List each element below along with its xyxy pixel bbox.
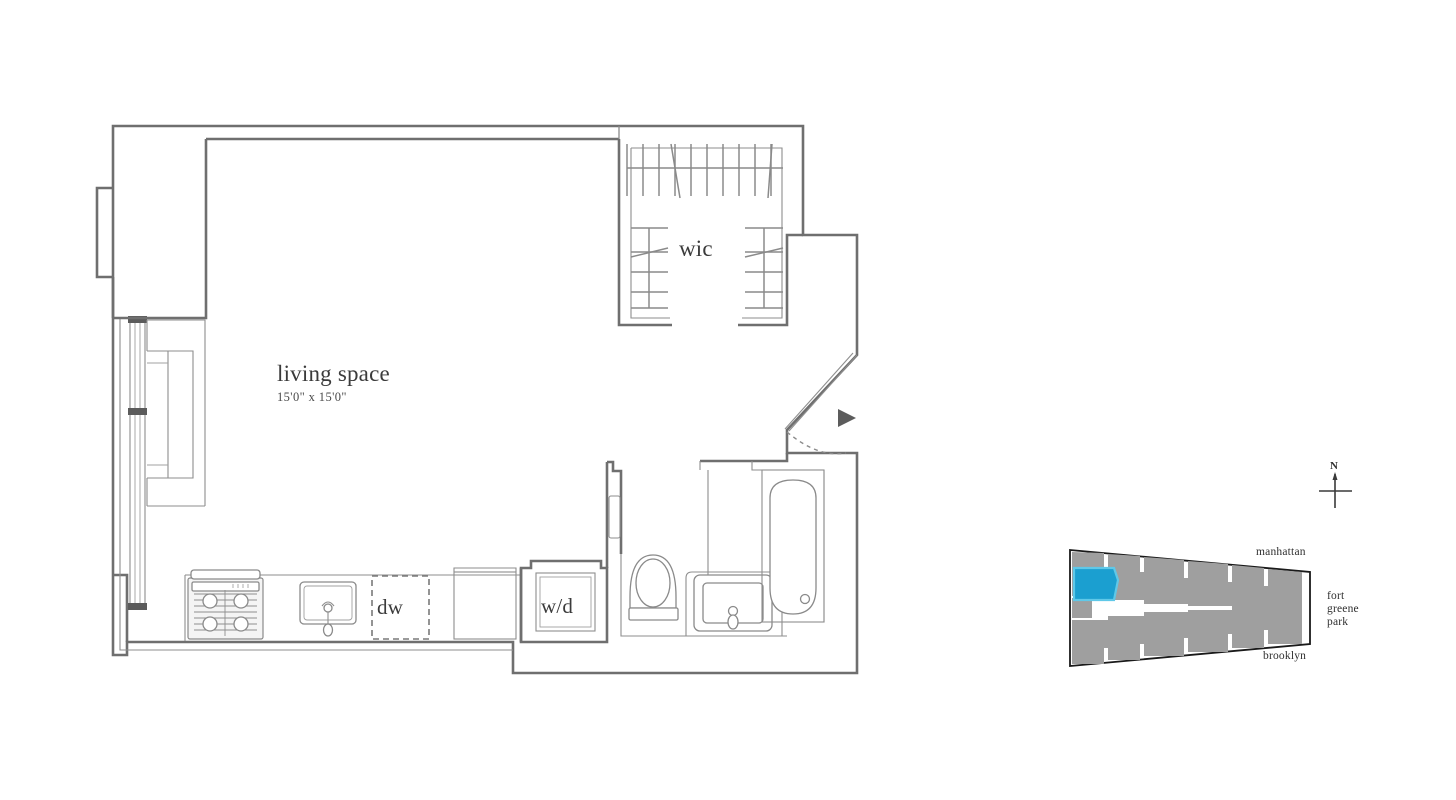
kitchen-sink [299,581,357,637]
range-stove [187,569,264,640]
living-space-walls [113,137,619,320]
fixture-label-washer-dryer: w/d [541,594,574,618]
apartment-outer-walls [95,124,859,675]
washer-dryer-closet [519,559,609,644]
key-plan-label-manhattan: manhattan [1256,546,1306,558]
key-plan-label-fort-greene-park: fort greene park [1327,590,1359,628]
toilet [628,554,679,621]
window-mullion [128,316,147,323]
compass-north-label: N [1330,460,1339,472]
bathtub [761,469,825,623]
bathroom-vanity [693,574,773,632]
refrigerator [453,567,517,640]
room-label-wic: wic [679,236,713,261]
compass-cross-icon [1319,472,1352,508]
window-mullion [128,408,147,415]
bathroom [605,453,825,637]
key-plan-units [1072,552,1302,664]
entry-arrow-icon [838,409,856,427]
window-sill-enclosure [146,319,206,507]
walk-in-closet [617,126,803,327]
window-wall-left [111,277,147,610]
compass-rose: N [1312,460,1360,512]
window-mullion [128,603,147,610]
key-plan-highlighted-unit [1072,566,1120,602]
room-dimensions-living-space: 15'0" x 15'0" [277,390,347,404]
closet-shelf-top [626,143,783,199]
key-plan-label-brooklyn: brooklyn [1263,650,1307,662]
closet-shelf-right [744,227,784,309]
wall-niche [608,495,621,539]
wall-inner-line [119,318,513,651]
closet-shelf-left [630,227,669,309]
room-label-living-space: living space [277,361,390,386]
key-plan-diagram: .ku { fill:#9f9f9f; stroke:none; } .kout… [1069,549,1311,667]
building-key-plan: .ku { fill:#9f9f9f; stroke:none; } .kout… [1062,538,1359,678]
fixture-label-dishwasher: dw [377,595,404,619]
key-plan-building-outline [1069,549,1311,667]
entry-door [784,352,858,455]
